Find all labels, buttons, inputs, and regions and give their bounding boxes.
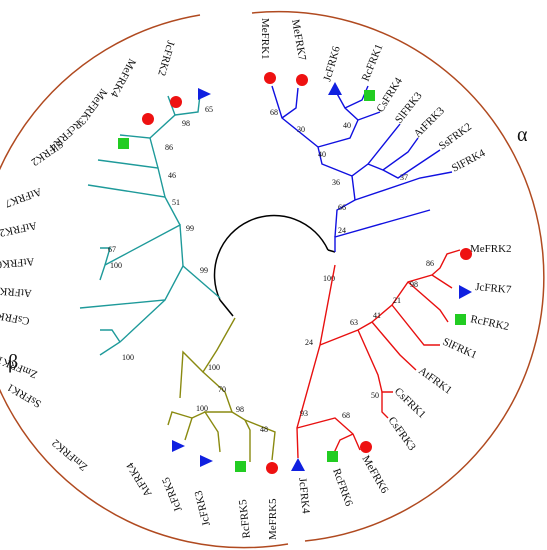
root-branches [213,214,336,317]
marker-RcFRK6 [327,451,338,462]
leaf-AtFRK3: AtFRK3 [412,104,448,140]
bootstrap-t98: 98 [182,119,190,128]
bootstrap-a66: 66 [338,203,346,212]
marker-MeFRK3 [142,113,154,125]
bootstrap-t100a: 100 [110,261,122,270]
leaf-MeFRK7: MeFRK7 [289,18,308,62]
bootstrap-r98: 98 [410,280,418,289]
leaf-CsFRK1: CsFRK1 [392,386,428,421]
bootstrap-t46: 46 [168,171,176,180]
leaf-SlFRK1: SlFRK1 [441,336,479,362]
leaf-CsFRK3: CsFRK3 [386,415,419,454]
leaf-RcFRK5: RcFRK5 [237,498,253,539]
leaf-MeFRK6: MeFRK6 [359,454,390,496]
leaf-JcFRK4: JcFRK4 [296,477,312,515]
marker-MeFRK7 [296,74,308,86]
marker-MeFRK1 [264,72,276,84]
bootstrap-t100b: 100 [122,353,134,362]
bootstrap-o100b: 100 [208,363,220,372]
leaf-JcFRK6: JcFRK6 [321,44,343,82]
leaf-AtFRK1: AtFRK1 [416,365,454,397]
bootstrap-r86: 86 [426,259,434,268]
species-markers [118,72,472,474]
leaf-AtFRK5: AtFRK5 [0,284,32,299]
bootstrap-root: 100 [323,274,335,283]
bootstrap-a36: 36 [332,178,340,187]
leaf-MeFRK1: MeFRK1 [259,18,271,60]
leaf-ZmFRK1: ZmFRK1 [0,353,39,380]
marker-RcFRK1 [364,90,375,101]
bootstrap-a68: 68 [270,108,278,117]
leaf-SlFRK4: SlFRK4 [450,147,488,175]
bootstrap-o70: 70 [218,385,226,394]
bootstrap-r50: 50 [371,391,379,400]
olive-clade-branches [167,317,276,462]
leaf-RcFRK2: RcFRK2 [469,313,510,333]
marker-JcFRK6 [328,82,342,95]
marker-MeFRK4 [170,96,182,108]
leaf-JcFRK3: JcFRK3 [192,489,212,527]
bootstrap-t86: 86 [165,143,173,152]
bootstrap-a24: 24 [338,226,346,235]
leaf-AtFRK2: AtFRK2 [0,219,38,239]
alpha-clade-branches [271,85,453,252]
leaf-SsFRK1: SsFRK1 [5,381,43,410]
bootstrap-t65: 65 [205,105,213,114]
bootstrap-r63: 63 [350,318,358,327]
marker-MeFRK6 [360,441,372,453]
bootstrap-a30: 30 [297,125,305,134]
leaf-AtFRK4: AtFRK4 [124,460,155,499]
bootstrap-t51: 51 [172,198,180,207]
red-clade-branches [296,249,461,459]
leaf-RcFRK1: RcFRK1 [360,42,386,83]
leaf-CsFRK2: CsFRK2 [0,308,31,327]
alpha-clade-label: α [517,124,528,146]
bootstrap-a37: 37 [400,173,408,182]
marker-JcFRK4 [291,458,305,471]
marker-RcFRK4 [118,138,129,149]
leaf-JcFRK7: JcFRK7 [475,281,512,296]
leaf-AtFRK6: AtFRK6 [0,255,35,270]
leaf-MeFRK2: MeFRK2 [470,243,512,255]
leaf-ZmFRK2: ZmFRK2 [50,437,90,473]
teal-clade-branches [79,94,221,356]
marker-JcFRK3 [200,455,213,467]
alpha-clade-arc [251,10,545,542]
marker-JcFRK2 [198,88,211,100]
bootstrap-t99a: 99 [186,224,194,233]
bootstrap-r68: 68 [342,411,350,420]
beta-clade-label: β [8,351,18,373]
bootstrap-t99b: 99 [200,266,208,275]
leaf-MeFRK3: MeFRK3 [75,86,109,127]
leaf-AtFRK7: AtFRK7 [3,185,43,209]
leaf-JcFRK5: JcFRK5 [160,475,185,513]
bootstrap-t67: 67 [108,245,116,254]
bootstrap-o48: 48 [260,425,268,434]
marker-JcFRK5 [172,440,185,452]
marker-RcFRK2 [455,314,466,325]
beta-clade-arc [0,14,289,549]
leaf-MeFRK4: MeFRK4 [108,57,138,100]
bootstrap-r24: 24 [305,338,313,347]
bootstrap-o98: 98 [236,405,244,414]
leaf-labels: MeFRK1 MeFRK7 JcFRK6 RcFRK1 CsFRK4 SlFRK… [0,18,512,540]
leaf-RcFRK6: RcFRK6 [330,467,355,508]
leaf-SsFRK2: SsFRK2 [437,121,474,153]
bootstrap-r41: 41 [373,311,381,320]
bootstrap-r21: 21 [393,296,401,305]
leaf-SlFRK3: SlFRK3 [393,90,425,126]
bootstrap-r93: 93 [300,409,308,418]
marker-MeFRK5 [266,462,278,474]
bootstrap-a40b: 40 [318,150,326,159]
marker-JcFRK7 [459,285,472,299]
marker-MeFRK2 [460,248,472,260]
leaf-JcFRK2: JcFRK2 [155,39,176,77]
bootstrap-o100a: 100 [196,404,208,413]
bootstrap-a40: 40 [343,121,351,130]
marker-RcFRK5 [235,461,246,472]
leaf-MeFRK5: MeFRK5 [267,498,279,540]
